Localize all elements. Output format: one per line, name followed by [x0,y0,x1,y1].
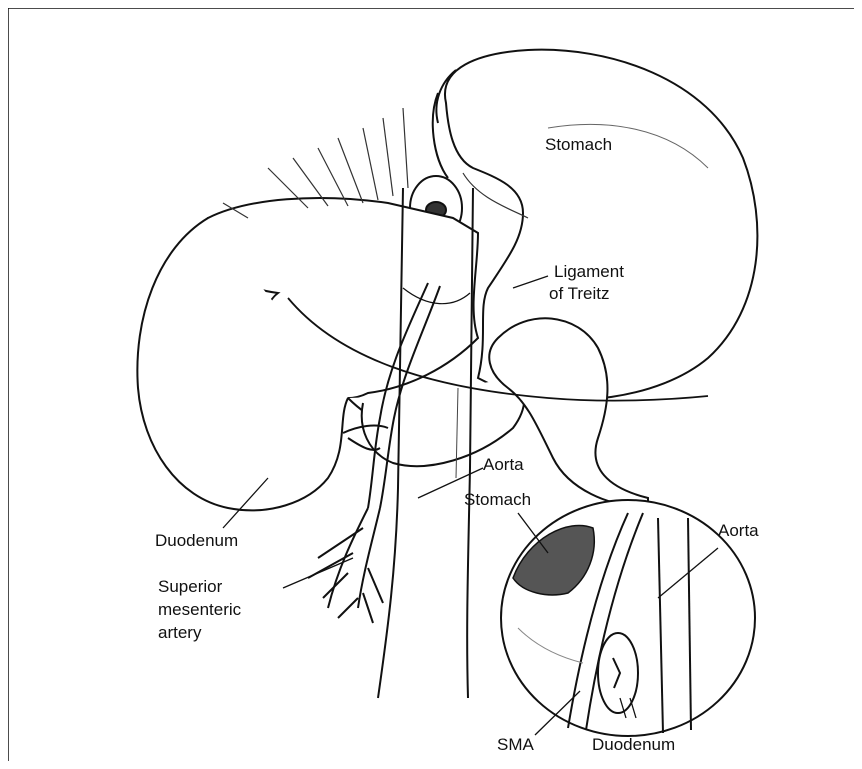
label-stomach: Stomach [545,135,612,155]
anatomy-illustration [8,8,854,761]
label-sma-line1: Superior [158,577,222,597]
duodenum-drawing [137,198,524,510]
label-inset-duodenum: Duodenum [592,735,675,755]
label-ligament-line1: Ligament [554,262,624,282]
label-inset-stomach: Stomach [464,490,531,510]
label-aorta: Aorta [483,455,524,475]
label-duodenum: Duodenum [155,531,238,551]
label-inset-sma: SMA [497,735,534,755]
leader-sma [283,558,353,588]
label-inset-aorta: Aorta [718,521,759,541]
label-sma-line3: artery [158,623,201,643]
inset-circle [501,500,755,736]
diagram-frame: Stomach Ligament of Treitz Aorta Duodenu… [8,8,854,761]
label-ligament-line2: of Treitz [549,284,609,304]
inset-duodenum-shape [598,633,638,713]
label-sma-line2: mesenteric [158,600,241,620]
